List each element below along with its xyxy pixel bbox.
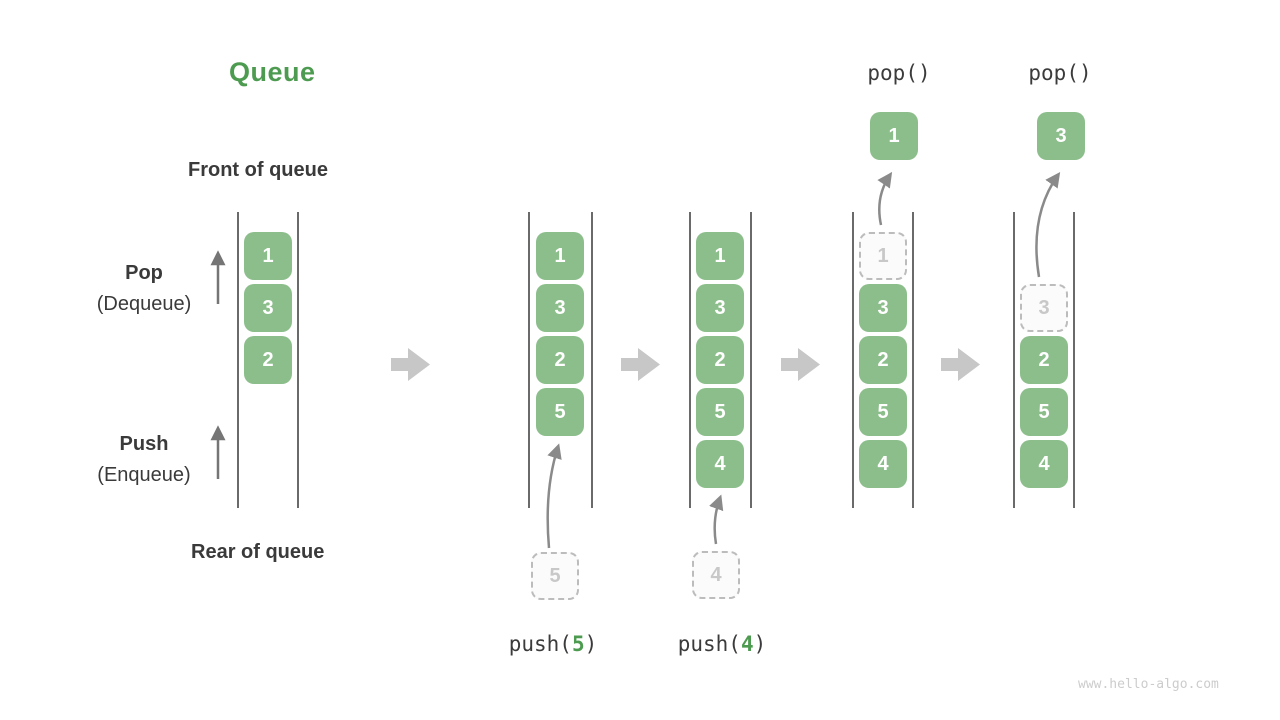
queue-item: 3 [536,284,584,332]
queue-wall [1073,212,1075,508]
queue-item: 3 [244,284,292,332]
watermark: www.hello-algo.com [1078,677,1219,692]
transition-arrow-icon [941,348,980,381]
diagram-title: Queue [229,57,316,87]
queue-item: 2 [1020,336,1068,384]
queue-item: 2 [696,336,744,384]
queue-item: 5 [859,388,907,436]
queue-item: 4 [859,440,907,488]
enqueue-label: (Enqueue) [97,464,191,486]
queue-item: 5 [536,388,584,436]
push-arg: 5 [571,632,585,656]
queue-item: 1 [696,232,744,280]
queue-item: 4 [1020,440,1068,488]
push-call-label: push(5) [508,632,598,656]
pop-call-label: pop() [867,61,931,85]
rear-of-queue-label: Rear of queue [191,541,325,563]
queue-item: 2 [859,336,907,384]
pop-label: Pop [125,262,163,284]
queue-item: 5 [696,388,744,436]
push-arg: 4 [740,632,754,656]
queue-item: 5 [1020,388,1068,436]
queue-wall [528,212,530,508]
pop-arrow-icon [877,171,893,226]
front-of-queue-label: Front of queue [188,159,328,181]
push-label: Push [119,433,169,455]
queue-wall [750,212,752,508]
popped-item: 1 [870,112,918,160]
queue-item: 2 [536,336,584,384]
popped-item: 3 [1037,112,1085,160]
queue-wall [297,212,299,508]
queue-wall [1013,212,1015,508]
queue-item-ghost-push: 4 [692,551,740,599]
push-arrow-icon [546,443,562,549]
queue-item: 4 [696,440,744,488]
push-arrow-icon [709,494,724,545]
queue-wall [237,212,239,508]
pop-arrow-icon [1035,171,1061,278]
transition-arrow-icon [621,348,660,381]
transition-arrow-icon [781,348,820,381]
queue-item-ghost-pop: 1 [859,232,907,280]
queue-wall [689,212,691,508]
pop-label-group: Pop (Dequeue) [64,262,224,315]
queue-wall [591,212,593,508]
queue-item-ghost-push: 5 [531,552,579,600]
push-call-label: push(4) [677,632,767,656]
queue-item-ghost-pop: 3 [1020,284,1068,332]
transition-arrow-icon [391,348,430,381]
queue-item: 1 [536,232,584,280]
queue-wall [912,212,914,508]
queue-wall [852,212,854,508]
dequeue-label: (Dequeue) [96,293,192,315]
queue-item: 3 [859,284,907,332]
pop-call-label: pop() [1028,61,1092,85]
queue-item: 2 [244,336,292,384]
queue-item: 1 [244,232,292,280]
push-label-group: Push (Enqueue) [64,433,224,486]
queue-item: 3 [696,284,744,332]
